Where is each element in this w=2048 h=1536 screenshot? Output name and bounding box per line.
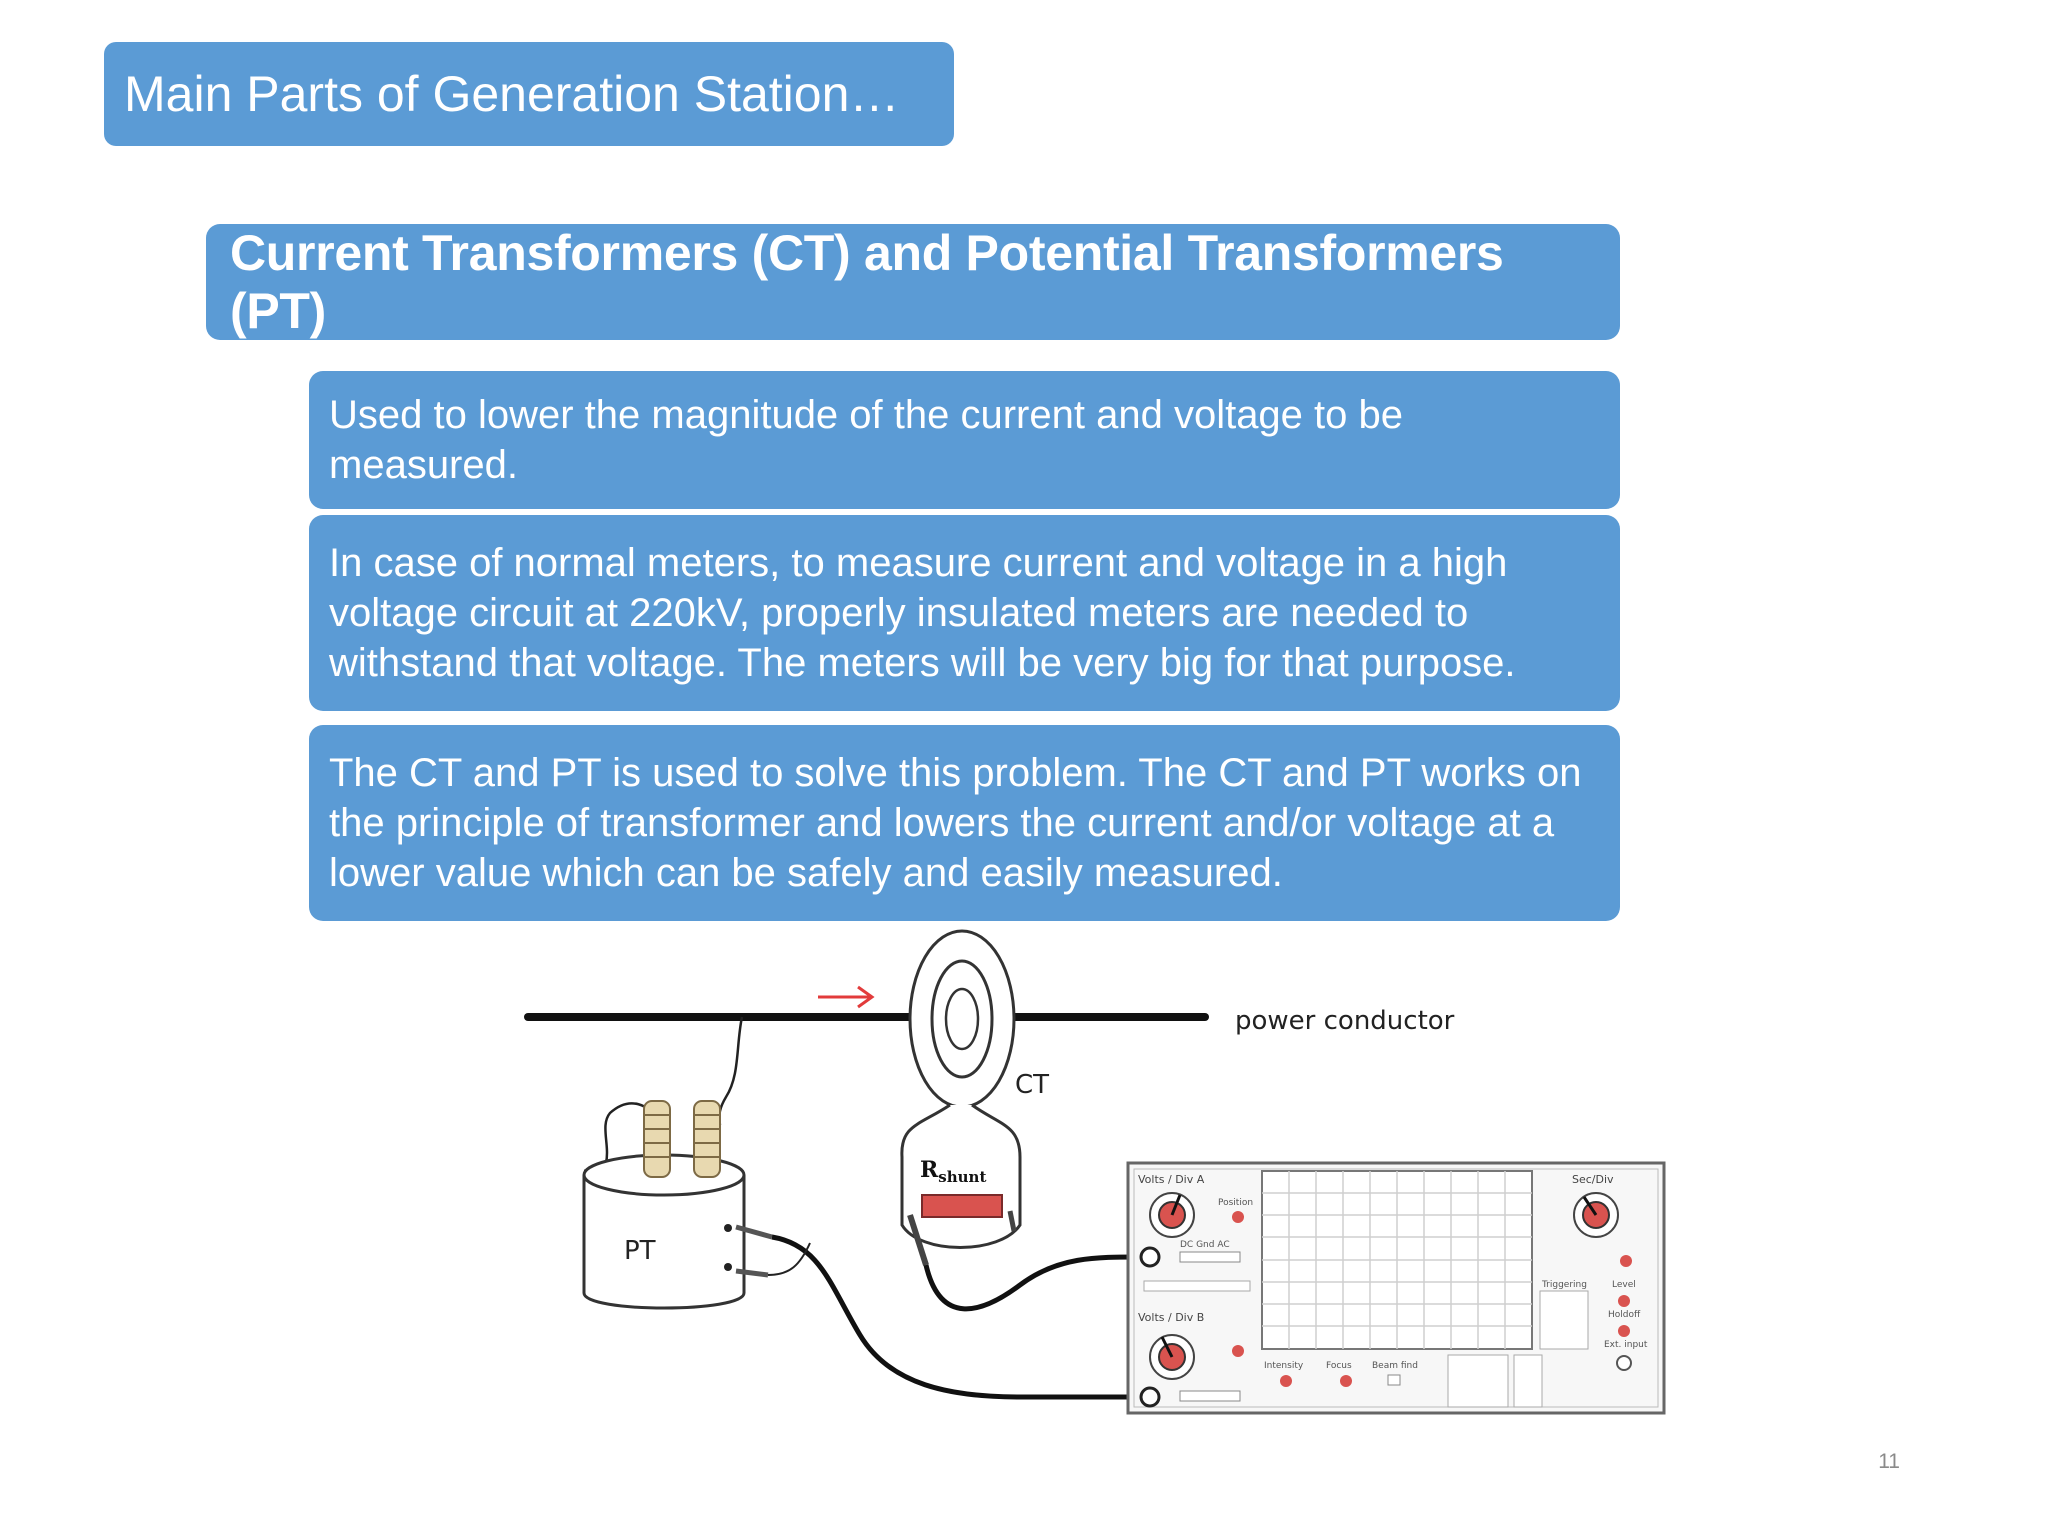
intensity-label: Intensity — [1264, 1361, 1304, 1371]
pt-probe-bottom — [735, 1268, 769, 1278]
volts-div-a-knob[interactable] — [1149, 1192, 1195, 1238]
probe-tip-a — [907, 1214, 929, 1266]
ext-input-jack[interactable] — [1616, 1355, 1632, 1371]
volts-div-b-knob[interactable] — [1149, 1334, 1195, 1380]
holdoff-label: Holdoff — [1608, 1310, 1641, 1320]
pt-bushing-left — [643, 1100, 671, 1178]
cable-channel-a — [923, 1254, 1151, 1312]
volts-div-a-label: Volts / Div A — [1138, 1173, 1205, 1186]
dc-gnd-ac-b-switch[interactable] — [1179, 1390, 1241, 1402]
position-a-label: Position — [1218, 1198, 1253, 1208]
probe-tip-b — [1007, 1210, 1017, 1232]
ct-toroid — [908, 929, 1016, 1109]
ct-pt-diagram: power conductor CT Rshunt — [524, 929, 1666, 1415]
dc-gnd-ac-a-switch[interactable] — [1179, 1251, 1241, 1263]
focus-knob[interactable] — [1340, 1375, 1352, 1387]
input-jack-b[interactable] — [1139, 1386, 1161, 1408]
point-box-2: In case of normal meters, to measure cur… — [309, 515, 1620, 711]
section-heading-text: Current Transformers (CT) and Potential … — [230, 225, 1504, 339]
position-a-knob[interactable] — [1232, 1211, 1244, 1223]
beam-find-button[interactable] — [1387, 1374, 1401, 1386]
point-box-3: The CT and PT is used to solve this prob… — [309, 725, 1620, 921]
cable-pt-return — [767, 1242, 811, 1276]
ct-label: CT — [1015, 1070, 1049, 1100]
volts-div-b-label: Volts / Div B — [1138, 1311, 1204, 1324]
dc-gnd-ac-a-label: DC Gnd AC — [1180, 1240, 1230, 1250]
point-box-1: Used to lower the magnitude of the curre… — [309, 371, 1620, 509]
sec-div-label: Sec/Div — [1572, 1173, 1614, 1186]
pt-label: PT — [624, 1236, 656, 1266]
point-text-3: The CT and PT is used to solve this prob… — [329, 751, 1582, 895]
pt-body — [582, 1153, 746, 1310]
ext-input-label: Ext. input — [1604, 1340, 1648, 1350]
cable-channel-b — [771, 1234, 1150, 1400]
pt-bushing-right — [693, 1100, 721, 1178]
section-heading: Current Transformers (CT) and Potential … — [206, 224, 1620, 340]
scope-screen — [1261, 1170, 1533, 1350]
pt-feed-wire — [718, 1016, 744, 1126]
level-label: Level — [1612, 1280, 1636, 1290]
position-b-knob[interactable] — [1232, 1345, 1244, 1357]
point-text-1: Used to lower the magnitude of the curre… — [329, 393, 1404, 487]
slide-title: Main Parts of Generation Station… — [104, 42, 954, 146]
triggering-panel[interactable] — [1539, 1290, 1589, 1350]
pt-probe-top — [735, 1224, 773, 1240]
holdoff-knob[interactable] — [1618, 1325, 1630, 1337]
rshunt-label: Rshunt — [920, 1157, 986, 1186]
position-h-knob[interactable] — [1620, 1255, 1632, 1267]
point-text-2: In case of normal meters, to measure cur… — [329, 541, 1516, 685]
shunt-resistor — [921, 1194, 1003, 1218]
beam-find-label: Beam find — [1372, 1361, 1418, 1371]
level-knob[interactable] — [1618, 1295, 1630, 1307]
pt-terminal-bottom — [724, 1263, 732, 1271]
trigger-mode-panel[interactable] — [1447, 1354, 1509, 1408]
sec-div-knob[interactable] — [1573, 1192, 1619, 1238]
focus-label: Focus — [1326, 1361, 1352, 1371]
oscilloscope: Volts / Div A Position DC Gnd AC Volts /… — [1126, 1161, 1666, 1415]
triggering-label: Triggering — [1541, 1280, 1587, 1290]
page-number: 11 — [1878, 1450, 1900, 1473]
slide-title-text: Main Parts of Generation Station… — [124, 66, 900, 122]
channel-select-row[interactable] — [1143, 1280, 1251, 1292]
power-conductor-label: power conductor — [1235, 1006, 1455, 1036]
intensity-knob[interactable] — [1280, 1375, 1292, 1387]
coupling-panel[interactable] — [1513, 1354, 1543, 1408]
pt-terminal-top — [724, 1224, 732, 1232]
current-arrow-icon — [818, 985, 875, 1009]
input-jack-a[interactable] — [1139, 1246, 1161, 1268]
